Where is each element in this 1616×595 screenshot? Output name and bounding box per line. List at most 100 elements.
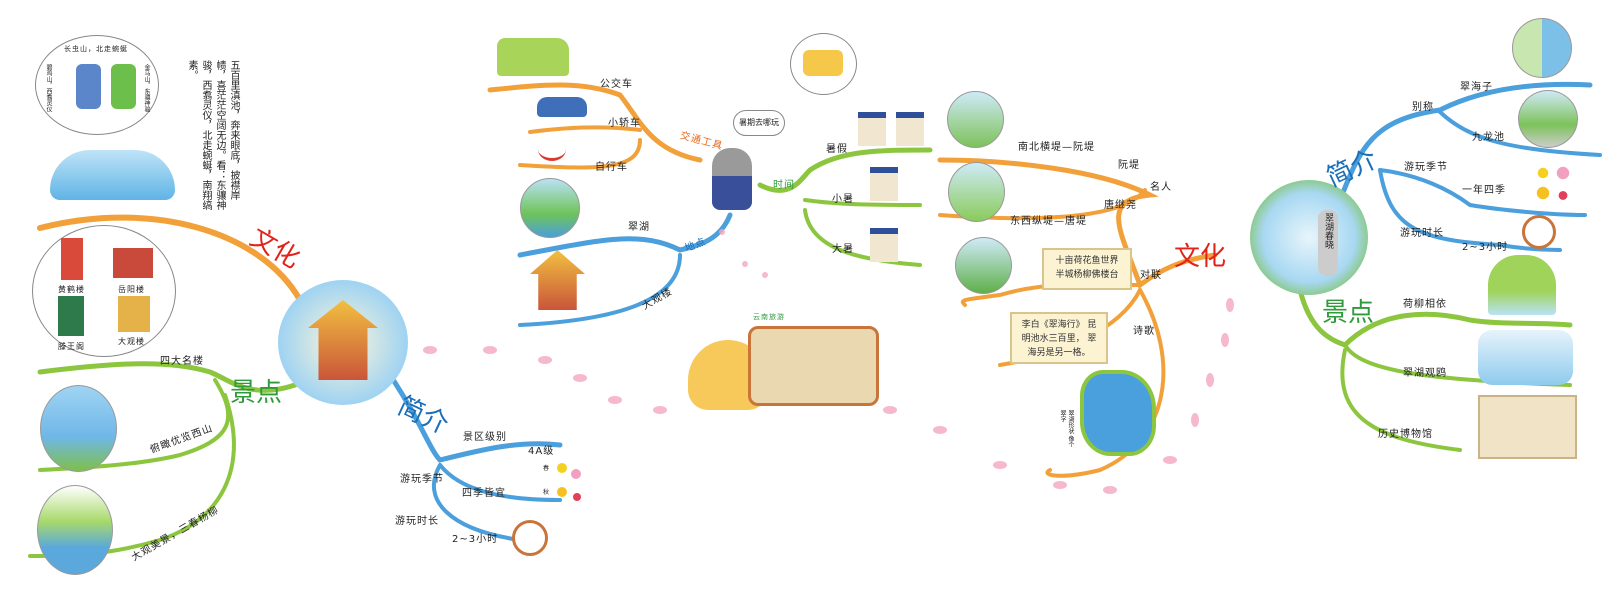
clock-icon (1522, 215, 1556, 249)
place-item: 翠湖 (628, 222, 650, 233)
calendar-icon (870, 228, 898, 262)
intro-value: 2~3小时 (1462, 242, 1509, 253)
speech-bubble: 暑期去哪玩 (733, 110, 785, 136)
flowers-illustration: 春 秋 (543, 455, 589, 510)
map-bubble: 长虫山，北走蜿蜒 碧鸡山，西翥灵仪 金马山，东骧神骏 (35, 35, 159, 135)
seasons-circle (1512, 18, 1572, 78)
dianchi-shape (76, 64, 101, 109)
tower-icon (113, 248, 153, 278)
stone-inscription: 翠湖春晓 (1318, 210, 1338, 276)
intro-value: 四季皆宜 (462, 488, 506, 499)
right-culture-title: 文化 (1174, 242, 1227, 272)
bridge-picture (955, 237, 1012, 294)
intro-subitem: 九龙池 (1472, 132, 1505, 143)
branch-right-intro-2 (1438, 110, 1602, 157)
cat-bus-illustration: 云南旅游 (688, 310, 879, 420)
branch-right-intro-4 (1378, 168, 1562, 252)
poem-text: 五百里滇池，奔来眼底，披襟岸帻，喜茫茫空阔无边。看：东骧神骏，西翥灵仪，北走蜿蜒… (186, 60, 239, 210)
intro-label: 游玩季节 (1404, 162, 1448, 173)
jiulongchi-picture (1518, 90, 1578, 148)
branch-left-intro-2 (438, 463, 562, 502)
branch-place-2 (518, 253, 682, 327)
branch-transport-3 (518, 138, 642, 170)
cat-character (712, 148, 752, 210)
intro-label: 景区级别 (463, 432, 507, 443)
tower-label: 岳阳楼 (118, 285, 145, 294)
right-scenic-title: 景点 (1322, 298, 1375, 328)
culture-detail: 东西纵堤—唐堤 (1010, 216, 1087, 227)
season-label: 春 (543, 465, 551, 472)
intro-value: 2~3小时 (452, 534, 499, 545)
time-item: 暑假 (826, 144, 848, 155)
gull-watching-picture (1478, 330, 1573, 385)
tower-label: 大观楼 (118, 337, 145, 346)
branch-left-scenic (37, 361, 298, 393)
history-museum-picture (1478, 395, 1577, 459)
branch-time-2 (803, 198, 922, 207)
thought-bubble-bus (790, 33, 857, 95)
branch-right-scenic-3 (1340, 348, 1462, 452)
left-scenic-title: 景点 (230, 378, 283, 408)
map-label-left: 碧鸡山，西翥灵仪 (45, 64, 52, 112)
time-item: 小暑 (832, 194, 854, 205)
calendar-icon (870, 167, 898, 201)
branch-left-culture (37, 214, 303, 303)
flowers-illustration (1528, 158, 1578, 208)
culture-item: 对联 (1140, 270, 1162, 281)
tower-label: 黄鹤楼 (58, 285, 85, 294)
petal-trail (423, 229, 1234, 494)
intro-label: 游玩时长 (395, 516, 439, 527)
branch-left-intro (387, 372, 563, 463)
calendar-icon (896, 112, 924, 146)
intro-label: 游玩时长 (1400, 228, 1444, 239)
branch-time (757, 147, 933, 193)
towers-circle: 黄鹤楼 岳阳楼 滕王阁 大观楼 (32, 225, 176, 357)
transport-item: 自行车 (595, 162, 628, 173)
intro-value: 4A级 (528, 446, 555, 457)
branch-right-scenic (1297, 287, 1573, 348)
transport-item: 公交车 (600, 79, 633, 90)
culture-item: 名人 (1150, 182, 1172, 193)
shape-note: 翠湖形状 像个翠字 (1059, 410, 1074, 448)
speech-text: 暑期去哪玩 (739, 118, 779, 127)
branch-time-3 (803, 208, 922, 267)
time-item: 大暑 (832, 244, 854, 255)
map-label-top: 长虫山，北走蜿蜒 (64, 45, 128, 53)
intro-label: 别称 (1412, 102, 1434, 113)
willow-lotus-picture (1488, 255, 1556, 315)
cuihu-center: 翠湖春晓 (1250, 180, 1368, 295)
clock-icon (512, 520, 548, 556)
scenic-item: 历史博物馆 (1378, 429, 1433, 440)
tower-icon (118, 296, 150, 332)
tower-icon (61, 238, 83, 280)
culture-item: 诗歌 (1133, 326, 1155, 337)
cuihu-picture (520, 178, 580, 238)
couplet-scroll: 十亩荷花鱼世界 半城杨柳佛楼台 (1042, 248, 1132, 290)
mountain-shape (111, 64, 136, 109)
cuihu-shape-illustration (1080, 370, 1156, 456)
intro-label: 游玩季节 (400, 474, 444, 485)
transport-item: 小轿车 (608, 118, 641, 129)
branch-transport (487, 82, 703, 163)
branch-place (517, 212, 733, 258)
culture-subitem: 唐继尧 (1104, 200, 1137, 211)
bus-icon (497, 38, 569, 76)
intro-value: 一年四季 (1462, 185, 1506, 196)
tangdi-picture (948, 162, 1005, 222)
scenic-item: 翠湖观鸥 (1403, 368, 1447, 379)
tower-icon (58, 296, 84, 336)
daguanlou-center (278, 280, 408, 405)
branch-right-intro-3 (1378, 168, 1587, 217)
time-title: 时间 (773, 180, 795, 191)
bicycle-icon (538, 138, 566, 161)
xishan-view-picture (40, 385, 117, 472)
branch-left-intro-3 (432, 463, 522, 542)
branch-transport-2 (528, 125, 642, 134)
car-icon (537, 97, 587, 117)
calendar-icon (858, 112, 886, 146)
map-label-right: 金马山，东骧神骏 (143, 64, 150, 112)
bus-sign: 云南旅游 (753, 313, 785, 321)
season-label: 秋 (543, 489, 551, 496)
scenic-item: 四大名楼 (160, 356, 204, 367)
